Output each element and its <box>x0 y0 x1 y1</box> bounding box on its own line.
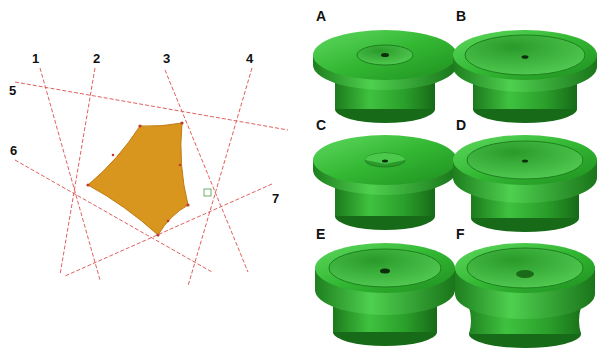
part-letter: A <box>316 9 326 23</box>
part-letter: B <box>456 9 466 23</box>
part-f <box>455 243 595 348</box>
callout-number: 6 <box>10 144 17 157</box>
curved-shape <box>88 123 188 235</box>
callout-number: 5 <box>9 84 16 97</box>
part-b <box>453 30 597 123</box>
vertex-dots <box>86 121 189 236</box>
part-letter: C <box>316 118 326 132</box>
callout-number: 2 <box>93 52 100 65</box>
part-letter: F <box>456 227 465 241</box>
part-a <box>313 30 457 123</box>
callout-number: 7 <box>272 192 279 205</box>
callout-number: 3 <box>163 52 170 65</box>
construction-lines <box>15 68 288 286</box>
part-letter: E <box>316 227 325 241</box>
part-letter: D <box>456 118 466 132</box>
marker-square <box>204 189 211 196</box>
callout-number: 1 <box>32 52 39 65</box>
callout-number: 4 <box>246 52 253 65</box>
part-c <box>313 135 457 230</box>
part-e <box>315 243 455 346</box>
part-d <box>453 135 597 232</box>
